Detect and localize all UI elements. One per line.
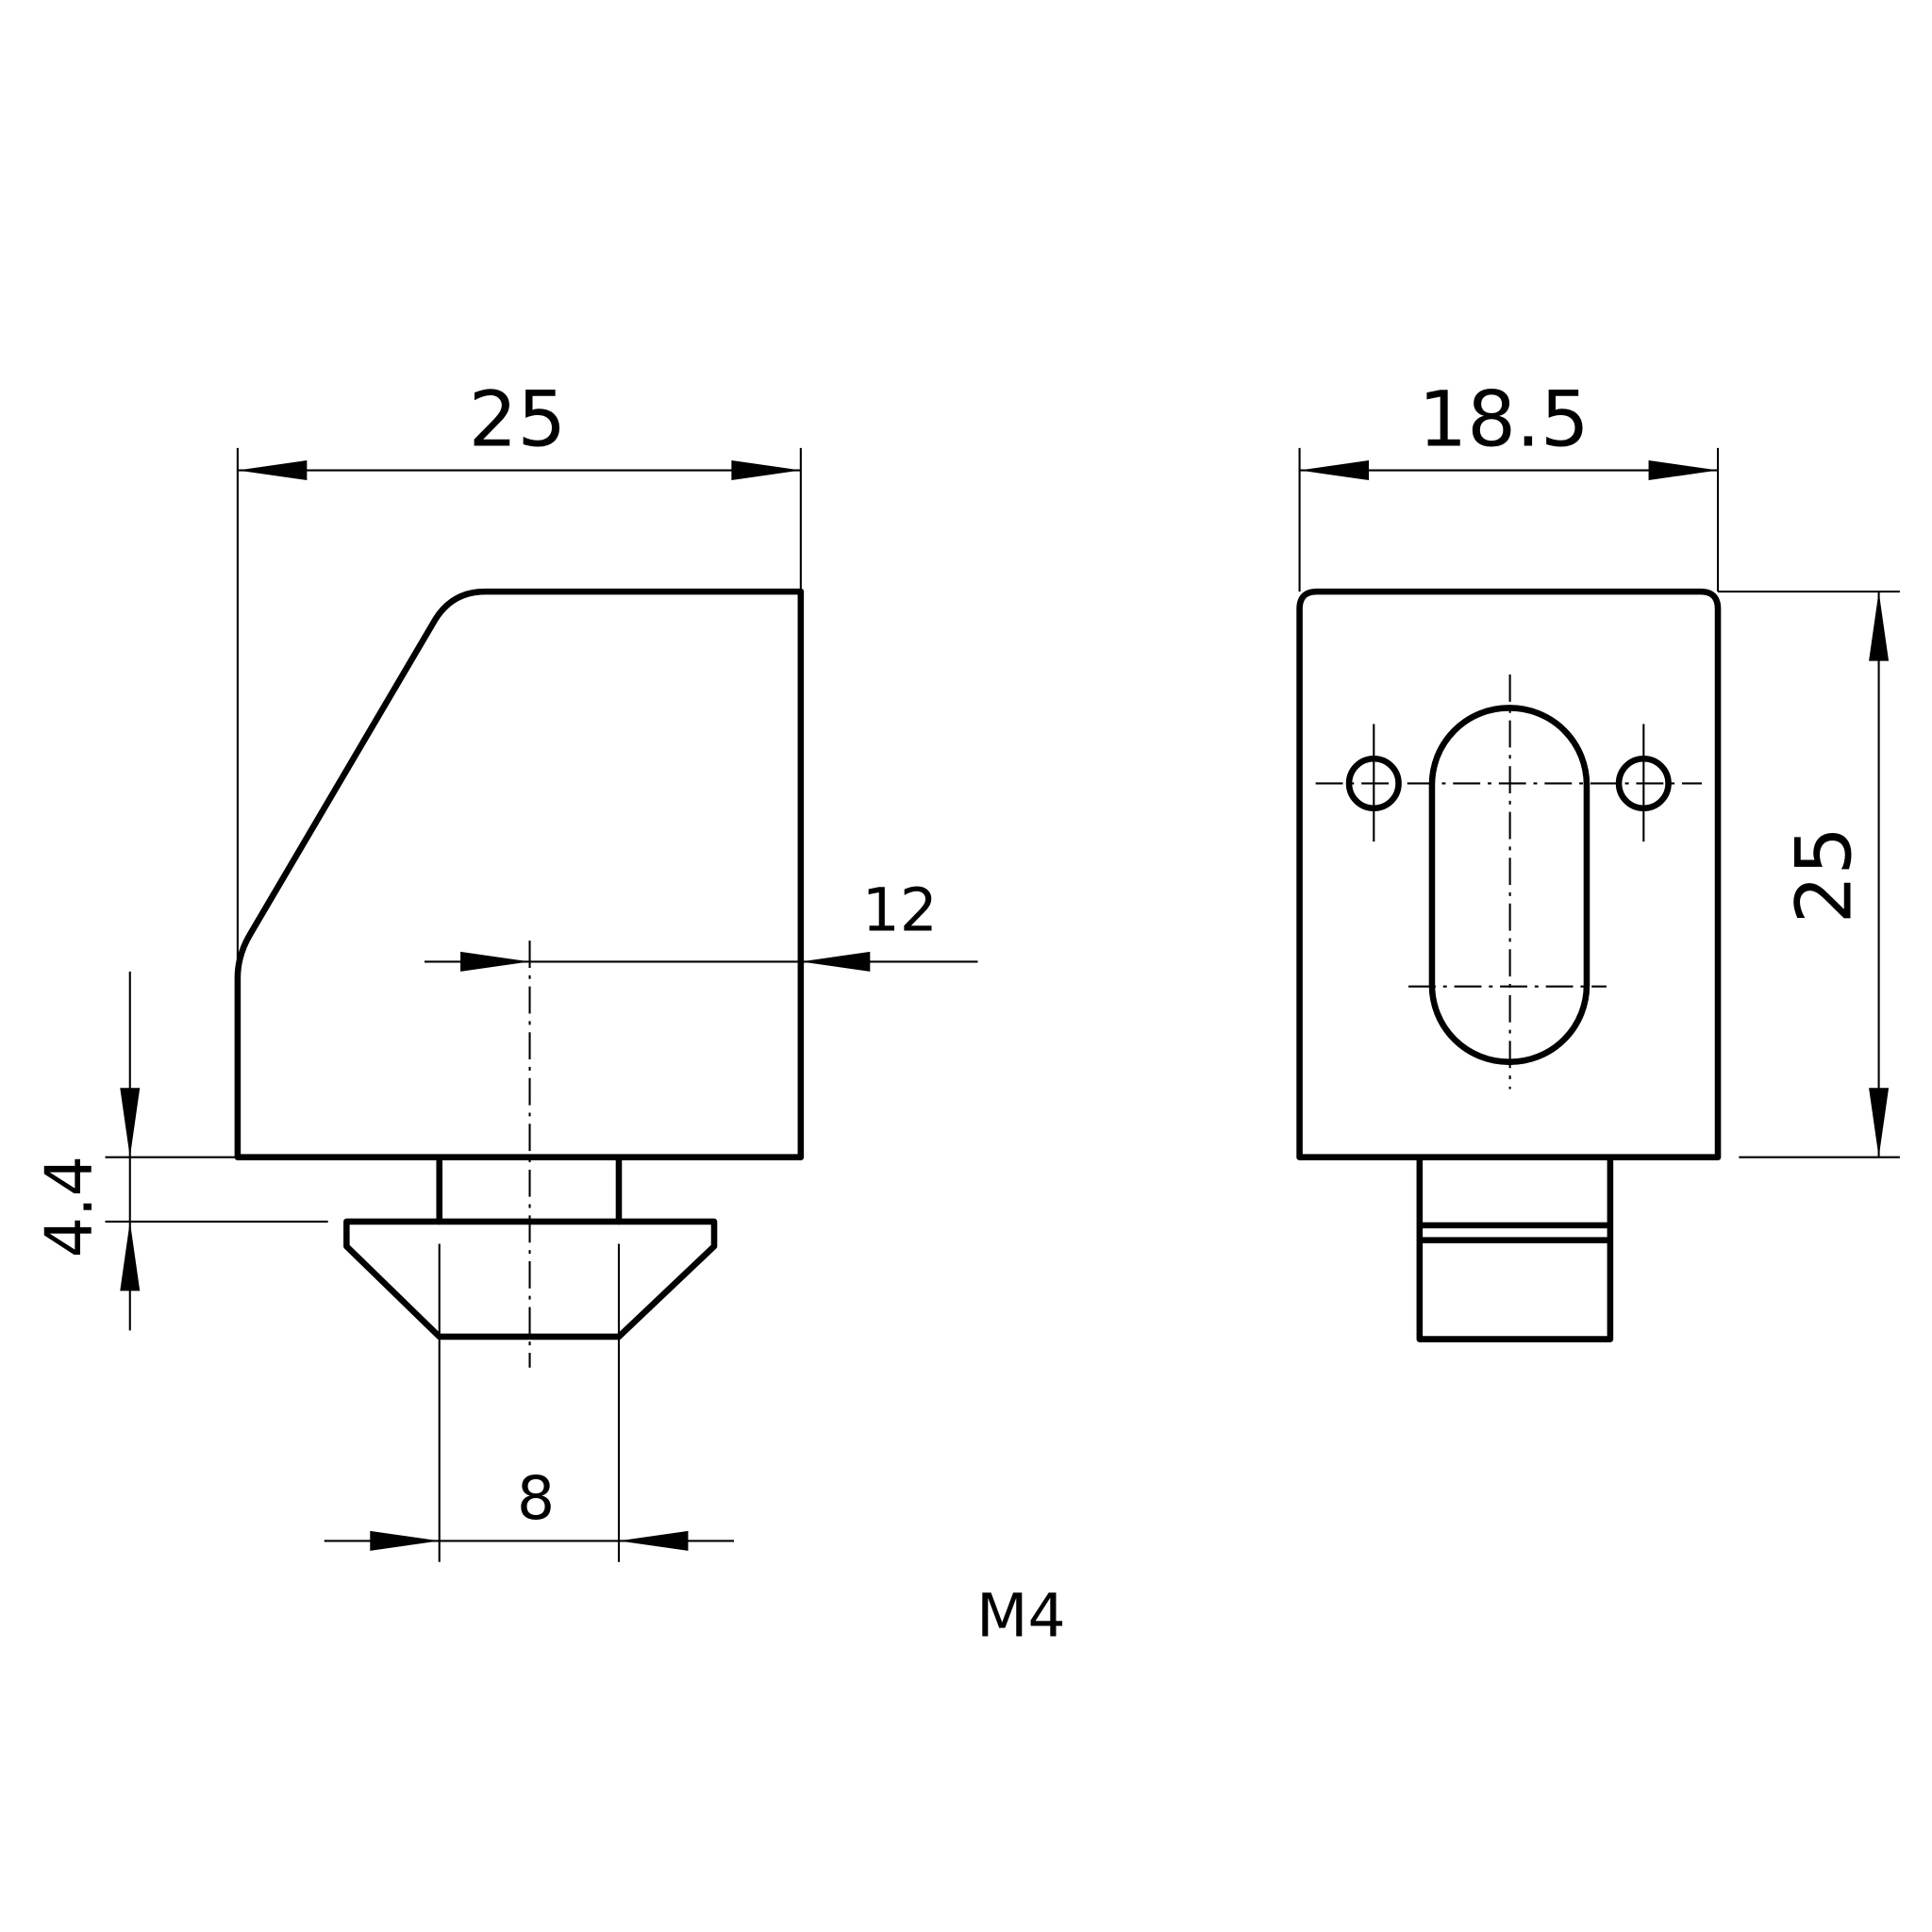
dim-text-height-25: 25	[1779, 826, 1869, 924]
front-body-outline	[1296, 588, 1722, 1160]
dim-text-width-18-5: 18.5	[1419, 375, 1590, 464]
thread-size-label: M4	[976, 1581, 1065, 1650]
dim-text-neck-4-4: 4.4	[33, 1156, 108, 1258]
side-body-outline	[234, 588, 805, 1160]
side-neck	[436, 1154, 623, 1225]
dim-text-width-25: 25	[469, 375, 567, 464]
front-view: 18.5 25	[1296, 375, 1900, 1342]
dim-text-offset-12: 12	[862, 876, 938, 945]
dim-text-head-8: 8	[517, 1464, 555, 1533]
side-view: 25 12 8 4.4	[33, 375, 978, 1562]
front-tab	[1416, 1154, 1614, 1342]
